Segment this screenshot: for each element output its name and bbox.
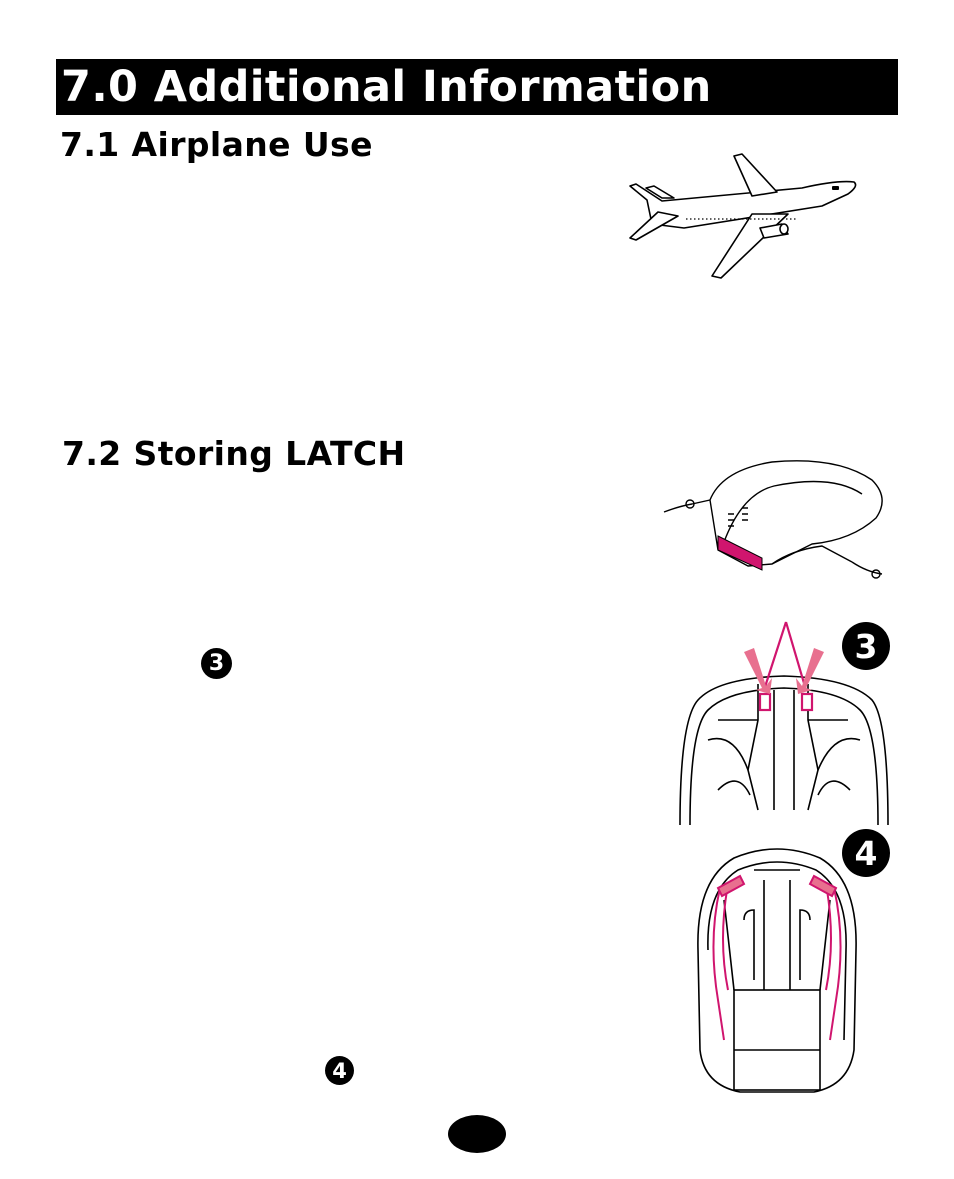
car-seat-bottom-view-icon bbox=[697, 848, 857, 1093]
section-heading-storing-latch: 7.2 Storing LATCH bbox=[62, 434, 406, 473]
airplane-icon bbox=[629, 153, 857, 279]
section-heading-airplane-use: 7.1 Airplane Use bbox=[60, 125, 373, 164]
car-seat-base-icon bbox=[663, 460, 883, 579]
page-number-oval bbox=[448, 1115, 506, 1153]
car-seat-top-view-icon bbox=[679, 621, 889, 825]
step-3-marker: 3 bbox=[201, 648, 232, 679]
section-banner: 7.0 Additional Information bbox=[56, 59, 898, 115]
figure-label-3: 3 bbox=[842, 622, 890, 670]
page-title: 7.0 Additional Information bbox=[61, 62, 712, 112]
step-4-marker: 4 bbox=[325, 1056, 354, 1085]
figure-label-4: 4 bbox=[842, 829, 890, 877]
